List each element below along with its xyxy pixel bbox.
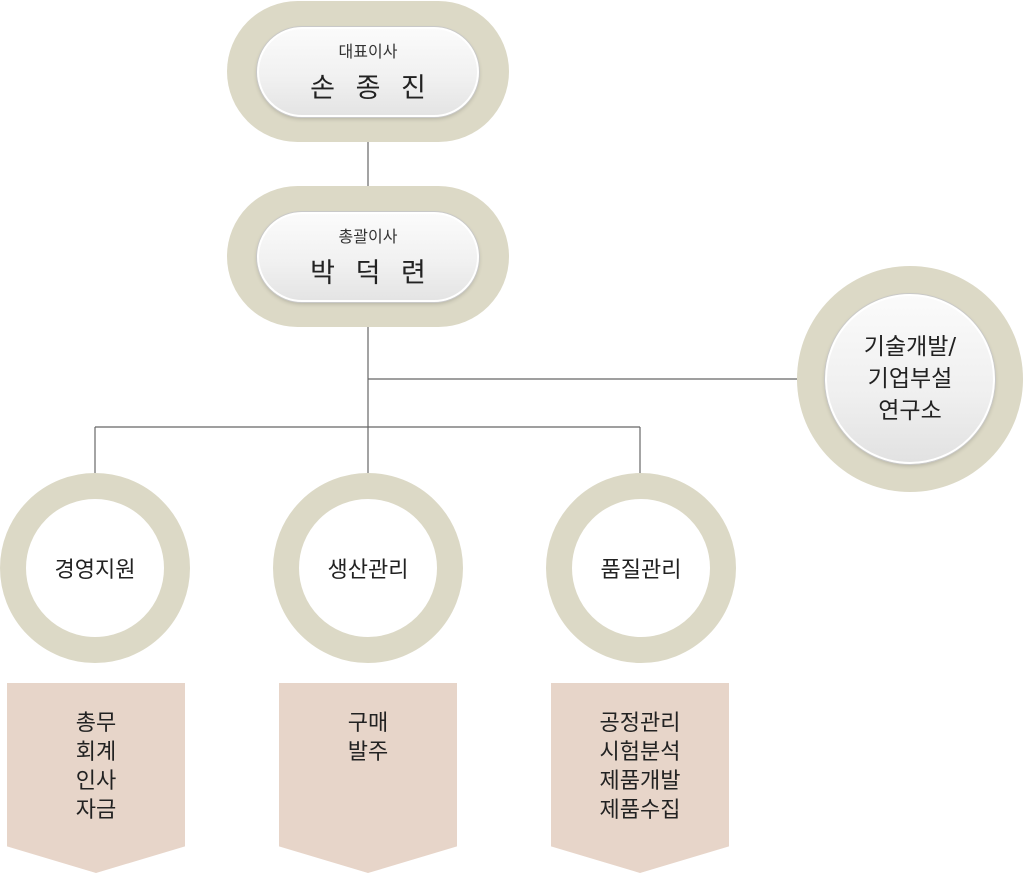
- task-item: 공정관리: [599, 711, 681, 736]
- gm-role: 총괄이사: [338, 227, 398, 246]
- tasks-production: 구매 발주: [279, 683, 457, 873]
- lab-node: 기술개발/ 기업부설 연구소: [797, 266, 1023, 492]
- task-item: 자금: [75, 798, 117, 823]
- dept-label: 경영지원: [54, 558, 136, 583]
- dept-production: 생산관리: [273, 473, 463, 663]
- dept-label: 품질관리: [600, 558, 682, 583]
- task-item: 발주: [347, 740, 389, 765]
- gm-node: 총괄이사 박 덕 련: [227, 186, 509, 327]
- ceo-card: 대표이사 손 종 진: [257, 26, 479, 117]
- ceo-node: 대표이사 손 종 진: [227, 1, 509, 142]
- task-item: 인사: [75, 769, 117, 794]
- lab-line: 기업부설: [867, 366, 953, 392]
- gm-name: 박 덕 련: [310, 258, 432, 289]
- task-item: 제품수집: [599, 798, 681, 823]
- dept-management-support: 경영지원: [0, 473, 190, 663]
- task-item: 시험분석: [599, 740, 681, 765]
- tasks-management-support: 총무 회계 인사 자금: [7, 683, 185, 873]
- dept-label: 생산관리: [327, 558, 409, 583]
- lab-line: 기술개발/: [863, 334, 957, 360]
- lab-card: 기술개발/ 기업부설 연구소: [825, 294, 995, 464]
- dept-quality: 품질관리: [546, 473, 736, 663]
- task-item: 제품개발: [599, 769, 681, 794]
- task-item: 구매: [347, 711, 389, 736]
- tasks-quality: 공정관리 시험분석 제품개발 제품수집: [551, 683, 729, 873]
- gm-card: 총괄이사 박 덕 련: [257, 211, 479, 302]
- ceo-name: 손 종 진: [310, 73, 432, 104]
- ceo-role: 대표이사: [338, 42, 398, 61]
- task-item: 회계: [75, 740, 117, 765]
- lab-line: 연구소: [878, 398, 942, 424]
- task-item: 총무: [75, 711, 117, 736]
